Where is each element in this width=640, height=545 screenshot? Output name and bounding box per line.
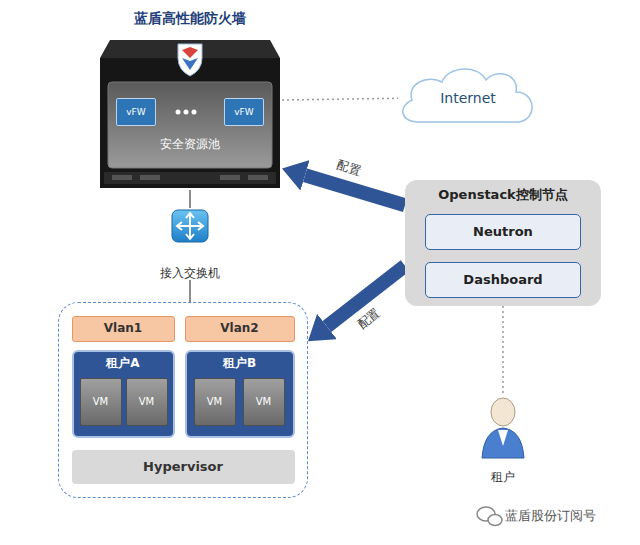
switch-icon [172,210,208,242]
node-heading: Vlan2 [220,321,258,335]
device-body [100,58,280,188]
ellipsis-dots [176,110,197,115]
node-heading: Hypervisor [143,459,223,475]
access-switch: 接入交换机 [145,208,235,280]
vlan-box: Vlan2 [185,316,295,342]
watermark: 蓝盾股份订阅号 [505,508,596,524]
shield-logo [178,44,202,76]
network-link [189,280,191,302]
vfw-box: vFW [224,98,264,126]
service-box: Dashboard [425,262,581,298]
firewall-device [100,40,280,188]
node-heading: VM [139,396,154,408]
internet-cloud: Internet [398,62,538,128]
user-icon [482,398,524,458]
node-heading: 蓝盾高性能防火墙 [134,10,246,27]
vm-box: VM [194,378,236,426]
node-heading: 租户 [491,470,515,484]
dotted-link [282,98,398,100]
vlan-box: Vlan1 [72,316,175,342]
node-heading: Dashboard [463,272,542,288]
tenant-box: 租户A VM VM [72,350,175,438]
wechat-icon [477,507,502,526]
node-heading: vFW [234,107,253,118]
tenant-box: 租户B VM VM [185,350,295,438]
firewall-node: 蓝盾高性能防火墙安全资源池 vFW vFW [98,10,282,190]
device-vents [112,175,268,180]
vm-box: VM [126,378,168,426]
vm-box: VM [243,378,285,426]
node-heading: vFW [126,107,145,118]
node-text: 安全资源池 [160,137,220,151]
node-heading: Openstack控制节点 [438,187,568,203]
node-heading: Vlan1 [104,321,142,335]
host-region: Vlan1 Vlan2 租户A VM VM 租户B VM VM Hypervisor [58,302,308,498]
node-heading: 接入交换机 [158,266,222,280]
node-heading: 租户B [223,356,256,370]
node-heading: 租户A [106,356,139,370]
dotted-link [502,306,504,394]
control-node: Openstack控制节点 NeutronDashboard [405,180,601,306]
network-link [189,190,191,208]
vfw-box: vFW [116,98,156,126]
cloud-outline [403,69,532,122]
config-arrow [305,175,405,205]
node-heading: VM [207,396,222,408]
node-heading: Neutron [473,224,533,240]
service-box: Neutron [425,214,581,250]
edge-label: 配置 [334,157,365,179]
node-heading: VM [256,396,271,408]
hypervisor-bar: Hypervisor [72,450,295,484]
tenant-user: 租户 [470,394,536,484]
device-base [104,172,276,184]
vm-box: VM [80,378,122,426]
device-top [100,40,280,58]
node-heading: Internet [440,90,496,107]
device-panel [108,82,272,168]
node-heading: VM [93,396,108,408]
